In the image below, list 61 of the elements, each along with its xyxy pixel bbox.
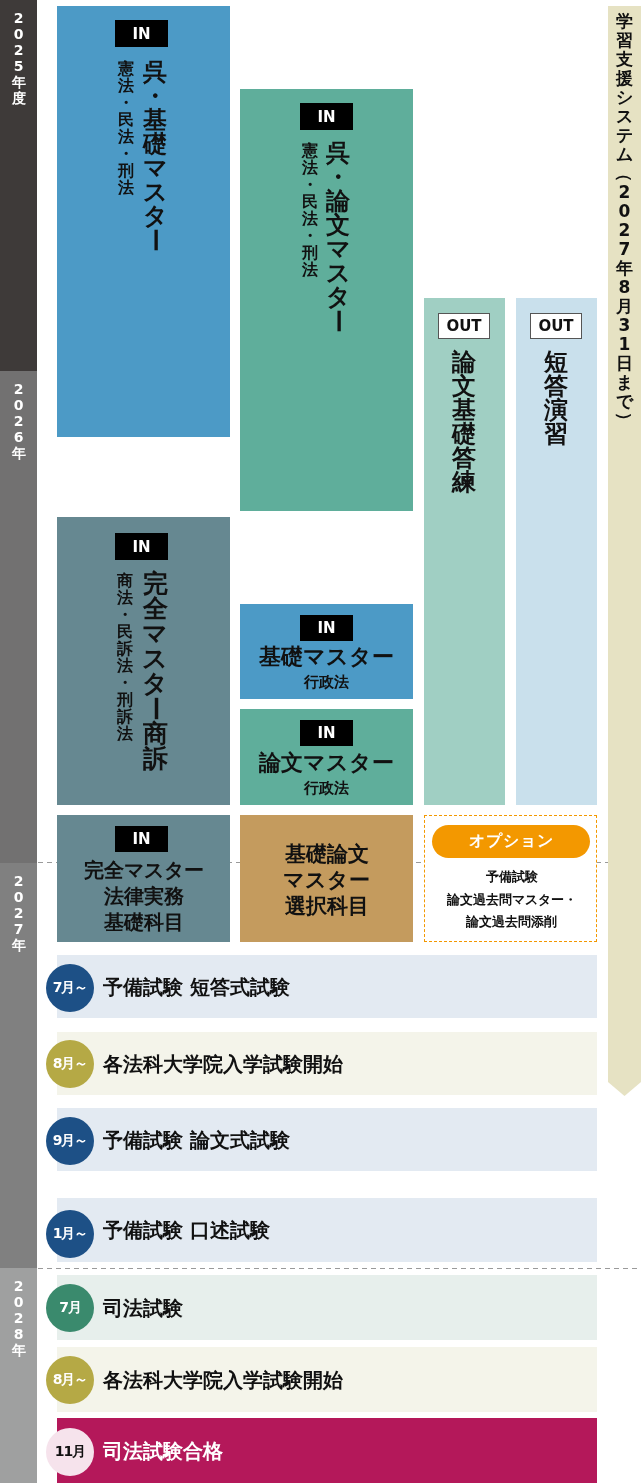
schedule-text: 予備試験 論文式試験 [103,1126,290,1154]
course-box [57,6,230,437]
schedule-text: 各法科大学院入学試験開始 [103,1050,343,1078]
course-box [240,709,413,805]
month-badge: 7月～ [46,964,94,1012]
course-box [240,815,413,942]
course-title: 論文マスター [259,749,394,777]
arrow-band [608,6,641,1096]
subject-list: 行政法 [304,778,349,798]
schedule-text: 司法試験 [103,1294,183,1322]
subject-list: 憲法・民法・刑法 [116,60,136,196]
course-title: 短答演習 [543,350,569,446]
course-title: 基礎論文マスター選択科目 [283,841,370,919]
course-box [516,298,597,805]
band-label: 学習支援システム（2027年8月31日まで） [614,12,635,430]
schedule-text: 各法科大学院入学試験開始 [103,1366,343,1394]
course-title: 呉・基礎マスター [140,60,170,252]
year-label: 2026年 [10,381,27,461]
course-title: 呉・論文マスター [323,141,353,333]
tag-badge: IN [115,533,168,560]
tag-badge: IN [115,826,168,852]
option-pill: オプション [432,825,590,858]
option-text: 論文過去問マスター・論文過去問添削 [446,891,577,931]
schedule-text: 予備試験 口述試験 [103,1217,270,1244]
tag-badge: IN [300,103,353,130]
subject-list: 行政法 [304,672,349,692]
year-label: 2025年度 [10,10,27,106]
schedule-row [57,1275,597,1340]
tag-badge: IN [115,20,168,47]
tag-badge: OUT [438,313,490,339]
schedule-row [57,1418,597,1483]
course-title: 完全マスター商訴 [140,571,170,771]
course-box [240,604,413,699]
schedule-text: 予備試験 短答式試験 [103,973,290,1001]
course-title: 完全マスター法律実務基礎科目 [83,857,204,935]
course-box [57,815,230,942]
year-band [0,0,37,371]
option-heading: 予備試験 [485,868,538,886]
option-box [424,815,597,942]
subject-list: 商法・民訴法・刑訴法 [115,572,135,742]
tag-badge: OUT [530,313,582,339]
subject-list: 憲法・民法・刑法 [300,142,320,278]
month-badge: 11月 [46,1428,94,1476]
year-band [0,863,37,1268]
year-band [0,1268,37,1483]
course-title: 基礎マスター [259,643,394,671]
tag-badge: IN [300,720,353,746]
month-badge: 9月～ [46,1117,94,1165]
month-badge: 8月～ [46,1040,94,1088]
month-badge: 1月～ [46,1210,94,1258]
year-label: 2028年 [10,1278,27,1358]
year-label: 2027年 [10,873,27,953]
course-box [240,89,413,511]
course-box [57,517,230,805]
course-box [424,298,505,805]
course-title: 論文基礎答練 [450,350,477,494]
year-band [0,371,37,863]
tag-badge: IN [300,615,353,641]
schedule-text: 司法試験合格 [103,1437,223,1465]
month-badge: 8月～ [46,1356,94,1404]
month-badge: 7月 [46,1284,94,1332]
